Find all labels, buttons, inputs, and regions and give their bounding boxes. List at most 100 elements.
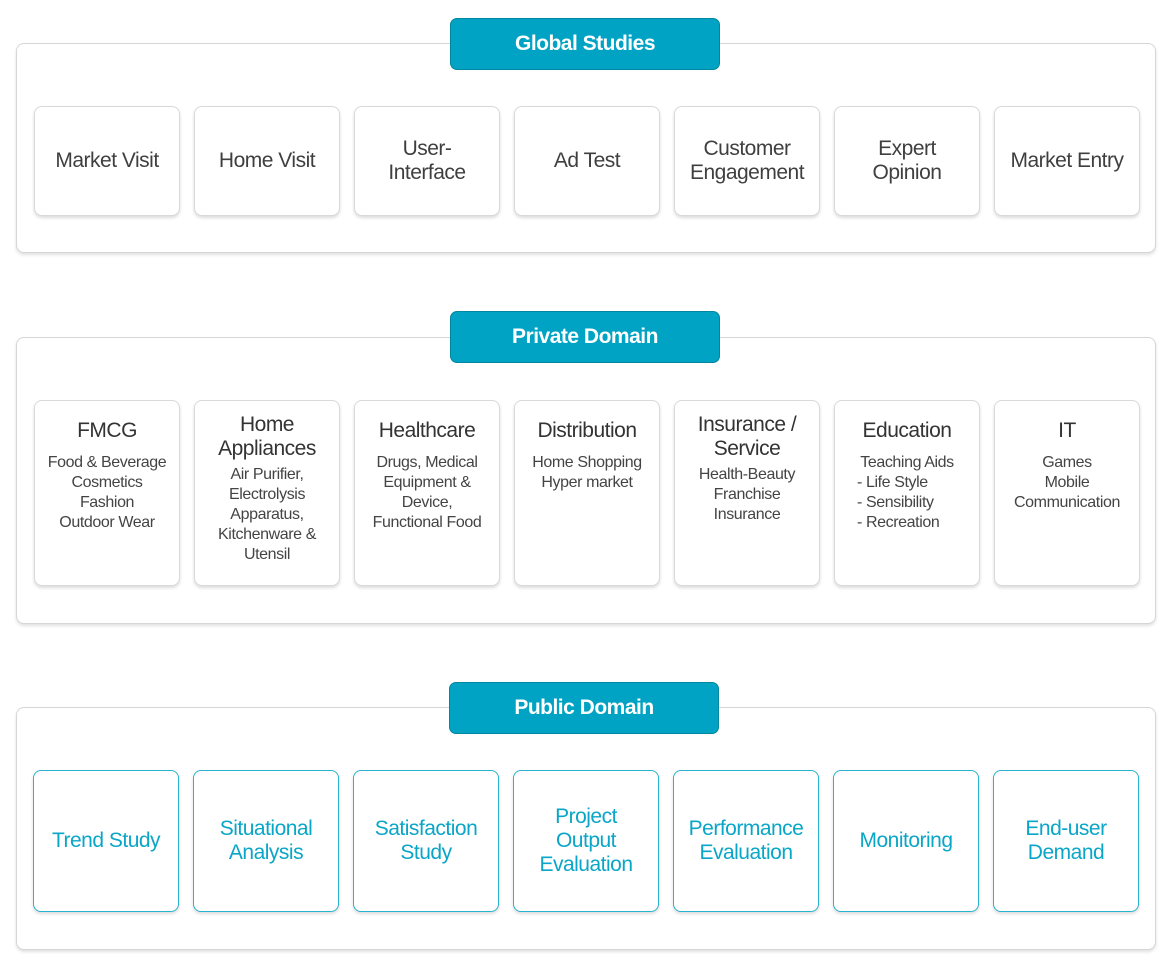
card-label-line: Output <box>555 829 617 852</box>
public-card-trend-study: Trend Study <box>33 770 179 912</box>
card-title-line: Home <box>239 413 295 436</box>
card-label-line: Evaluation <box>539 853 633 876</box>
card-label-line: Interface <box>388 161 466 184</box>
card-body-line: Games <box>1042 454 1092 471</box>
card-title-line: Service <box>713 437 781 460</box>
card-label: Monitoring <box>859 829 953 853</box>
card-title: Insurance /Service <box>675 413 819 461</box>
card-body-line: Apparatus, <box>230 506 304 523</box>
card-label: Market Visit <box>55 149 159 173</box>
card-body-line: Equipment & <box>383 474 471 491</box>
card-title: IT <box>995 413 1139 449</box>
card-title: FMCG <box>35 413 179 449</box>
card-label: Trend Study <box>51 829 161 853</box>
card-label-line: User- <box>402 137 452 160</box>
card-label-line: Engagement <box>689 161 805 184</box>
card-label-line: Expert <box>878 137 936 160</box>
card-label-line: Performance <box>688 817 804 840</box>
card-body-line: Outdoor Wear <box>59 514 155 531</box>
card-body-line: Air Purifier, <box>230 466 304 483</box>
card-title-line: Insurance / <box>697 413 797 436</box>
card-body-line: Utensil <box>243 546 291 563</box>
card-body-line: Electrolysis <box>228 486 306 503</box>
card-body-line: Device, <box>401 494 453 511</box>
card-label-line: Monitoring <box>859 829 953 852</box>
public-card-monitoring: Monitoring <box>833 770 979 912</box>
global-card-home-visit: Home Visit <box>194 106 340 216</box>
card-body-line: Hyper market <box>541 474 633 491</box>
global-card-market-visit: Market Visit <box>34 106 180 216</box>
private-domain-header: Private Domain <box>450 311 720 363</box>
card-label-line: Opinion <box>872 161 942 184</box>
card-label-line: Evaluation <box>699 841 793 864</box>
card-body-line: Franchise <box>713 486 781 503</box>
card-title: Healthcare <box>355 413 499 449</box>
card-body-line: Home Shopping <box>532 454 642 471</box>
card-title-line: Distribution <box>537 419 637 442</box>
card-label-line: Satisfaction <box>374 817 478 840</box>
global-card-user-interface: User-Interface <box>354 106 500 216</box>
card-body-line: Fashion <box>79 494 135 511</box>
card-label: User-Interface <box>388 137 466 185</box>
card-title-line: FMCG <box>77 419 137 442</box>
card-label-line: Home Visit <box>218 149 316 172</box>
global-card-market-entry: Market Entry <box>994 106 1140 216</box>
card-title-line: Appliances <box>218 437 316 460</box>
card-label-line: Trend Study <box>51 829 161 852</box>
global-card-ad-test: Ad Test <box>514 106 660 216</box>
card-label-line: Ad Test <box>553 149 621 172</box>
public-domain-header: Public Domain <box>449 682 719 734</box>
card-body-line: Food & Beverage <box>47 454 167 471</box>
card-label-line: Study <box>400 841 452 864</box>
card-title-line: IT <box>1058 419 1076 442</box>
card-label-line: Market Visit <box>55 149 159 172</box>
card-body-line: Teaching Aids <box>860 454 954 471</box>
card-label-line: Project <box>555 805 617 828</box>
card-sub-item: - Life Style <box>857 474 928 491</box>
card-label-line: Situational <box>219 817 313 840</box>
card-body-line: Mobile <box>1044 474 1090 491</box>
card-label-line: End-user <box>1025 817 1107 840</box>
card-label-line: Market Entry <box>1010 149 1124 172</box>
card-title: Education <box>835 413 979 449</box>
card-label: Ad Test <box>553 149 621 173</box>
card-title: Distribution <box>515 413 659 449</box>
card-label-line: Customer <box>703 137 791 160</box>
card-body-line: Cosmetics <box>71 474 143 491</box>
card-label-line: Analysis <box>228 841 304 864</box>
card-body-line: Functional Food <box>372 514 482 531</box>
card-body-line: Communication <box>1014 494 1120 511</box>
card-title-line: Education <box>862 419 952 442</box>
global-studies-header: Global Studies <box>450 18 720 70</box>
card-body: Teaching Aids- Life Style- Sensibility- … <box>835 453 979 533</box>
card-sub-item: - Recreation <box>857 514 940 531</box>
card-body-line: Insurance <box>713 506 781 523</box>
